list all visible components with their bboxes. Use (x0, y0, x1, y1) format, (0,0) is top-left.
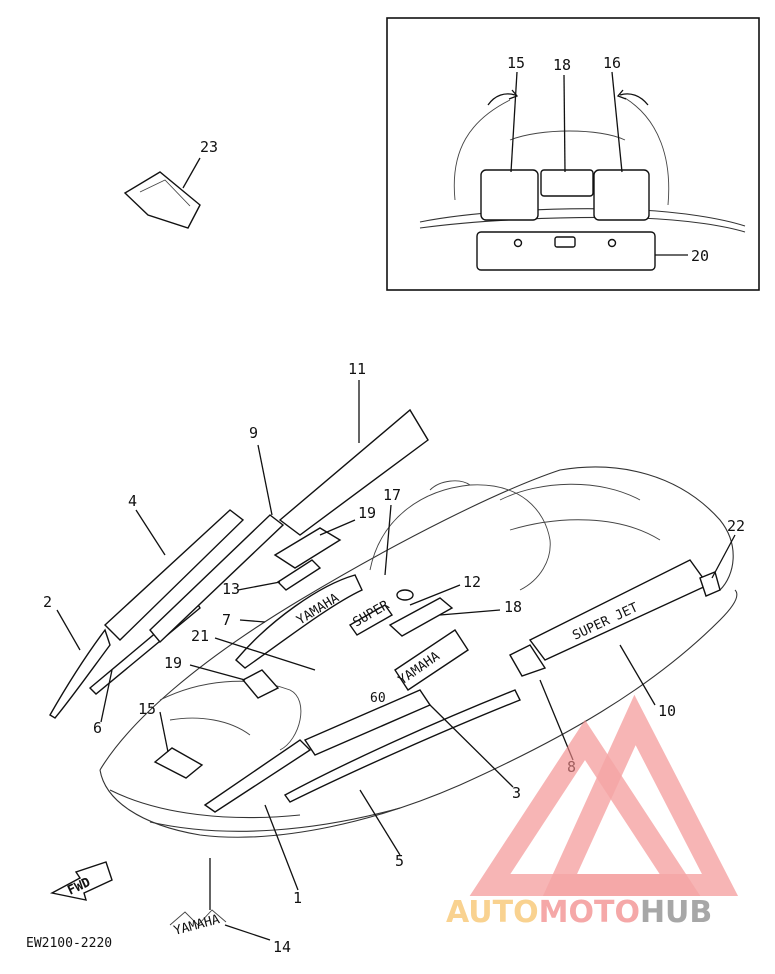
drawing-code: EW2100-2220 (26, 936, 112, 951)
callout-6: 6 (93, 719, 102, 737)
decal-1 (203, 739, 312, 813)
inset-panel: 15 18 16 20 (386, 17, 760, 291)
callout-5: 5 (395, 852, 404, 870)
callout-14: 14 (273, 938, 291, 956)
callout-1: 1 (293, 889, 302, 907)
callout-19-upper: 19 (358, 504, 376, 522)
callout-4: 4 (128, 492, 137, 510)
decal-11 (278, 408, 429, 536)
decal-4 (103, 509, 245, 641)
decal-19-upper (273, 527, 342, 569)
decal-7 (235, 574, 363, 669)
callout-11: 11 (348, 360, 366, 378)
hull-outline (99, 466, 738, 838)
part-23: 23 (123, 138, 218, 229)
decal-19-lower (241, 669, 280, 699)
callout-9: 9 (249, 424, 258, 442)
decal-13 (276, 559, 322, 591)
decal-2 (49, 628, 111, 719)
callout-23: 23 (200, 138, 218, 156)
decal-12 (388, 597, 454, 637)
watermark-moto: MOTO (539, 895, 640, 930)
callout-22: 22 (727, 517, 745, 535)
decal-60-text: 60 (370, 691, 386, 706)
leader-lines (56, 380, 736, 941)
callout-3: 3 (512, 784, 521, 802)
svg-text:AUTOMOTOHUB: AUTOMOTOHUB (446, 895, 712, 930)
callout-12: 12 (463, 573, 481, 591)
inset-pad-18 (540, 169, 594, 197)
inset-pad-16 (593, 169, 650, 221)
callout-10: 10 (658, 702, 676, 720)
callout-13: 13 (222, 580, 240, 598)
callout-2: 2 (43, 593, 52, 611)
callout-inset-15: 15 (507, 54, 525, 72)
callout-15: 15 (138, 700, 156, 718)
decal-8 (509, 644, 547, 677)
callout-7: 7 (222, 611, 231, 629)
watermark-logo: AUTOMOTOHUB (446, 694, 739, 930)
decal-5 (283, 689, 521, 803)
watermark-auto: AUTO (446, 895, 539, 930)
callout-19-lower: 19 (164, 654, 182, 672)
callout-inset-18: 18 (553, 56, 571, 74)
watermark-hub: HUB (640, 895, 712, 930)
callout-21: 21 (191, 627, 209, 645)
callouts: 11 9 4 2 6 19 17 13 12 7 18 21 19 15 22 … (43, 360, 745, 956)
callout-18: 18 (504, 598, 522, 616)
decal-15 (153, 747, 204, 779)
inset-pad-15 (480, 169, 539, 221)
callout-17: 17 (383, 486, 401, 504)
decal-22 (699, 571, 721, 597)
callout-inset-16: 16 (603, 54, 621, 72)
fwd-arrow: FWD (49, 861, 113, 901)
decal-9 (149, 514, 285, 644)
callout-inset-20: 20 (691, 247, 709, 265)
